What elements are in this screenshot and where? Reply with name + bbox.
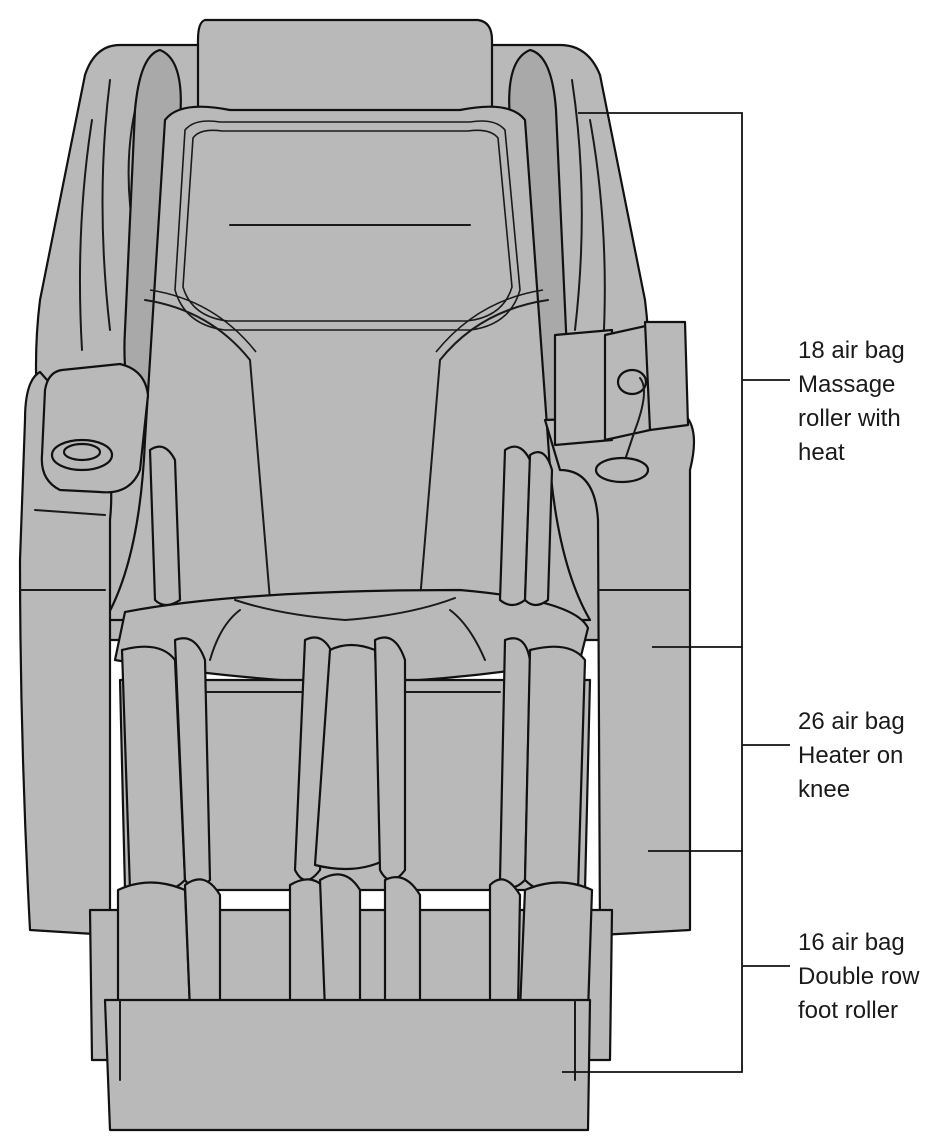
callout-footrest: 16 air bag Double row foot roller [798,926,919,1028]
callout-backrest-line-2: Massage [798,368,905,402]
callout-backrest: 18 air bag Massage roller with heat [798,334,905,470]
callout-legrest: 26 air bag Heater on knee [798,705,905,807]
callout-footrest-line-1: 16 air bag [798,926,919,960]
callout-legrest-line-2: Heater on [798,739,905,773]
callout-footrest-line-3: foot roller [798,994,919,1028]
callout-footrest-line-2: Double row [798,960,919,994]
foot-rest [90,874,612,1130]
callout-legrest-line-3: knee [798,773,905,807]
callout-backrest-line-3: roller with [798,402,905,436]
callout-backrest-line-1: 18 air bag [798,334,905,368]
callout-legrest-line-1: 26 air bag [798,705,905,739]
leg-rest [120,638,590,894]
callout-backrest-line-4: heat [798,436,905,470]
